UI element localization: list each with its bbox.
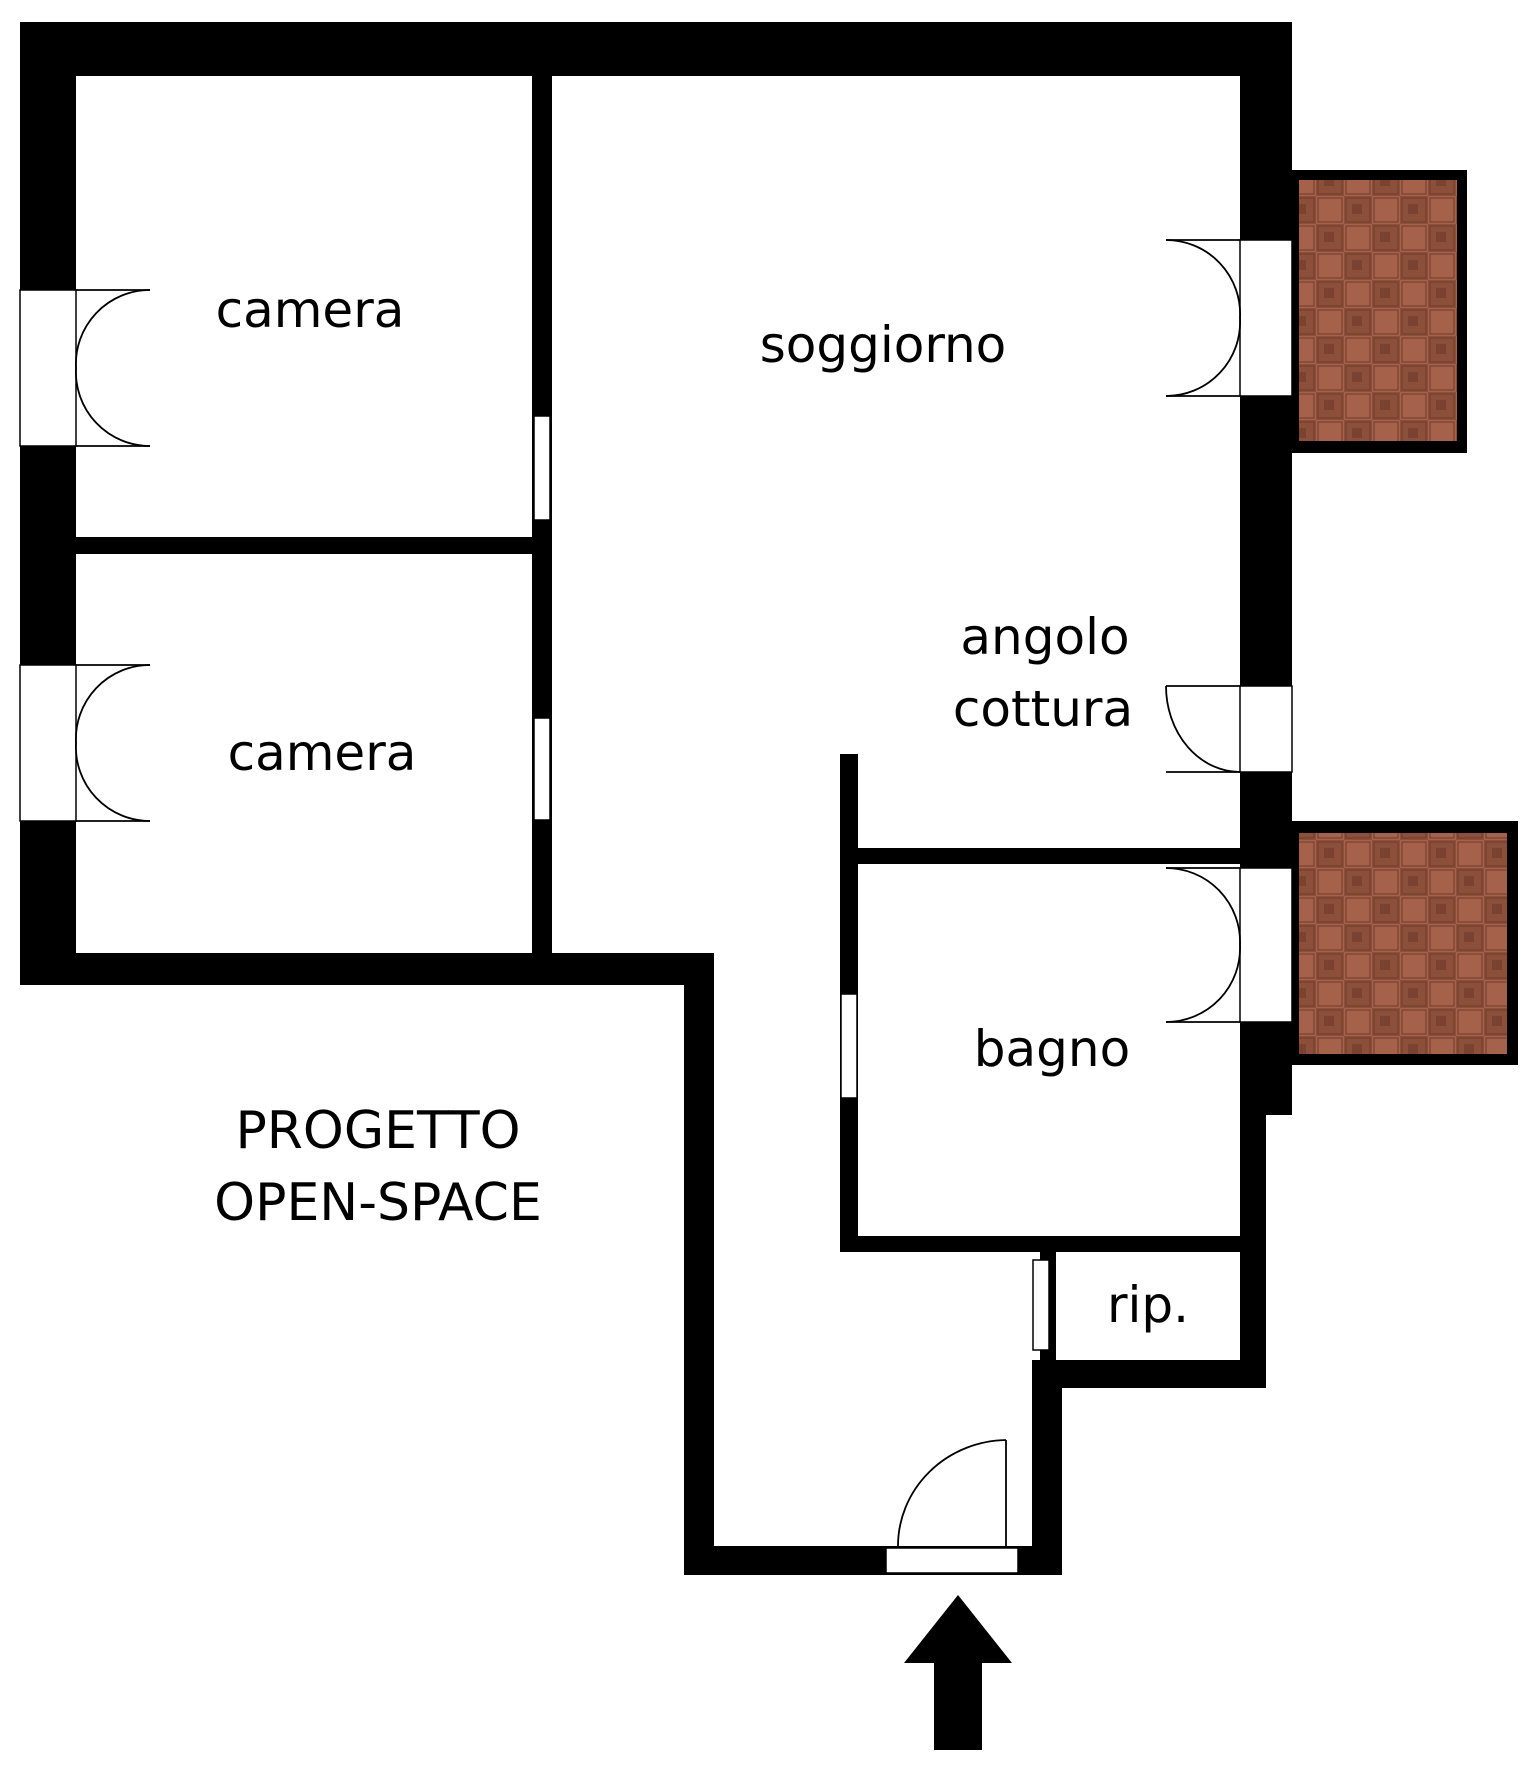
door-opening-ripostiglio <box>1032 1259 1050 1351</box>
room-label-camera-top: camera <box>216 281 405 339</box>
entrance-door <box>885 1439 1019 1574</box>
window-bagno <box>1165 867 1293 1023</box>
window-camera-bottom <box>19 664 151 822</box>
room-label-bagno: bagno <box>974 1020 1130 1078</box>
door-opening-bagno <box>840 993 858 1099</box>
door-opening-camera-top <box>533 415 551 521</box>
balcony-top <box>1291 170 1467 453</box>
outer-walls <box>20 22 1292 1575</box>
door-opening-camera-bottom <box>533 717 551 821</box>
window-angolo-cottura <box>1165 685 1293 773</box>
project-note-line2: OPEN-SPACE <box>214 1173 542 1233</box>
room-label-angolo: angolo <box>960 608 1129 666</box>
room-label-ripostiglio: rip. <box>1107 1276 1189 1334</box>
window-soggiorno <box>1165 239 1293 397</box>
entrance-arrow-icon <box>904 1595 1012 1750</box>
window-camera-top <box>19 289 151 447</box>
balcony-bottom <box>1291 821 1518 1065</box>
room-label-soggiorno: soggiorno <box>760 316 1007 374</box>
room-label-camera-bottom: camera <box>228 724 417 782</box>
project-note-line1: PROGETTO <box>235 1101 520 1161</box>
room-label-cottura: cottura <box>953 680 1133 738</box>
